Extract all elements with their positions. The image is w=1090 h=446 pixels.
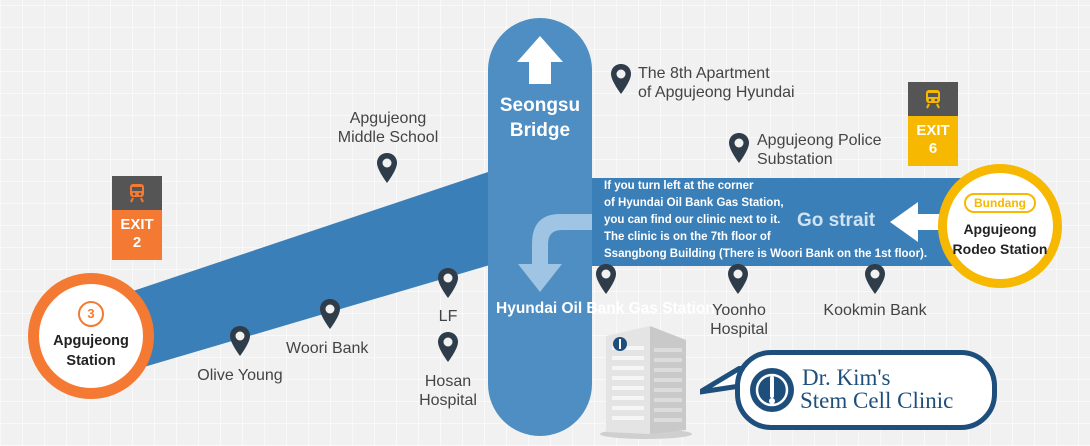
exit-label: EXIT — [916, 122, 950, 139]
bundang-line-badge: Bundang — [964, 193, 1036, 213]
landmark-middle-school: Apgujeong Middle School — [338, 109, 439, 147]
arrow-left-icon — [890, 202, 946, 242]
diagonal-road — [100, 168, 500, 380]
arrow-turn-down-icon — [518, 214, 592, 292]
exit-6-top — [908, 82, 958, 116]
exit-6-sign: EXIT 6 — [908, 82, 958, 166]
landmark-hosan: Hosan Hospital — [419, 372, 477, 410]
map-pin-icon — [438, 268, 458, 298]
arrow-up-icon — [517, 36, 563, 84]
directions-line: of Hyundai Oil Bank Gas Station, — [604, 197, 784, 209]
station-name-line: Station — [66, 353, 116, 369]
building-icon — [600, 326, 692, 439]
landmark-olive-young: Olive Young — [197, 367, 283, 384]
directions-line: If you turn left at the corner — [604, 180, 754, 192]
directions-line: The clinic is on the 7th floor of — [604, 231, 771, 243]
go-straight-label: Go strait — [797, 210, 876, 231]
exit-number: 6 — [928, 140, 938, 157]
landmark-line: Hospital — [710, 321, 768, 338]
landmark-apartment: The 8th Apartment of Apgujeong Hyundai — [638, 64, 795, 102]
line-3-badge: 3 — [78, 301, 104, 327]
landmark-line: The 8th Apartment — [638, 65, 770, 82]
exit-number: 2 — [132, 234, 142, 251]
landmark-line: Hospital — [419, 392, 477, 409]
landmark-line: Middle School — [337, 129, 439, 146]
landmark-lf: LF — [438, 308, 458, 325]
map-pin-icon — [729, 133, 749, 163]
landmark-woori-bank: Woori Bank — [286, 340, 369, 357]
exit-2-body: EXIT 2 — [112, 210, 162, 260]
exit-6-body: EXIT 6 — [908, 116, 958, 166]
station-name-line: Rodeo Station — [952, 241, 1048, 257]
bridge-name: Seongsu Bridge — [488, 93, 592, 143]
bridge-name-line: Bridge — [509, 120, 571, 141]
station-name-line: Apgujeong — [963, 221, 1037, 237]
apgujeong-station[interactable]: 3 Apgujeong Station — [28, 273, 154, 399]
landmark-line: Apgujeong Police — [757, 132, 882, 149]
train-icon — [926, 90, 940, 109]
landmark-line: Substation — [757, 151, 833, 168]
landmark-line: of Apgujeong Hyundai — [638, 84, 795, 101]
map-pin-icon — [438, 332, 458, 362]
landmark-kookmin: Kookmin Bank — [823, 302, 927, 319]
landmark-line: Hosan — [424, 373, 472, 390]
map-pin-icon — [865, 264, 885, 294]
map-pin-icon — [230, 326, 250, 356]
landmark-yoonho: Yoonho Hospital — [710, 301, 768, 339]
clinic-logo-icon — [750, 368, 794, 412]
clinic-name-line: Stem Cell Clinic — [800, 388, 954, 413]
landmark-line: Yoonho — [712, 302, 766, 319]
exit-label: EXIT — [120, 216, 154, 233]
train-icon — [130, 184, 144, 203]
clinic-name: Dr. Kim's Stem Cell Clinic — [800, 366, 953, 412]
exit-2-top — [112, 176, 162, 210]
directions-note: If you turn left at the corner of Hyunda… — [604, 178, 927, 263]
landmark-line: Apgujeong — [349, 110, 427, 127]
map-pin-icon — [320, 299, 340, 329]
station-name-line: Apgujeong — [53, 333, 129, 349]
clinic-callout[interactable]: Dr. Kim's Stem Cell Clinic — [735, 350, 997, 430]
map-pin-icon — [728, 264, 748, 294]
gas-station-label: Hyundai Oil Bank Gas Station — [496, 300, 715, 317]
apgujeong-rodeo-station[interactable]: Bundang Apgujeong Rodeo Station — [938, 164, 1062, 288]
landmark-police: Apgujeong Police Substation — [757, 131, 882, 169]
map-pin-icon — [611, 64, 631, 94]
directions-line: you can find our clinic next to it. — [604, 214, 781, 226]
map-pin-icon — [377, 153, 397, 183]
map-pin-icon — [596, 264, 616, 294]
directions-line: Ssangbong Building (There is Woori Bank … — [604, 248, 928, 260]
bridge-name-line: Seongsu — [499, 95, 581, 116]
clinic-name-line: Dr. Kim's — [802, 365, 891, 390]
exit-2-sign: EXIT 2 — [112, 176, 162, 260]
